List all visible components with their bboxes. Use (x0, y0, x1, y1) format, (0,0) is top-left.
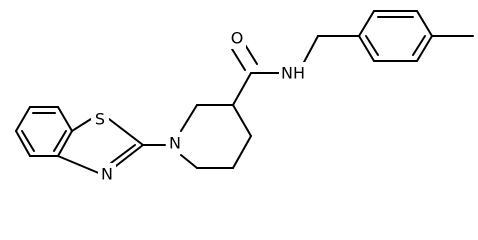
benzene-bond-6 (15, 106, 31, 132)
thiazole-double-bond-outer (111, 144, 144, 170)
piperidine-nitrogen-label: N (169, 134, 181, 153)
benzene-double-bond-2 (21, 130, 35, 152)
toluene-double-bond-3 (365, 35, 379, 56)
sulfur-atom: S (91, 108, 109, 130)
toluene-bond-6 (358, 35, 375, 62)
piperidine-bond-4 (232, 135, 252, 169)
oxygen-atom: O (228, 27, 246, 49)
benzene-bond-3 (57, 130, 73, 157)
benzene-bond-2 (57, 106, 73, 132)
carbonyl-double-bond-left (231, 48, 246, 71)
benzothiazole-nitrogen-label-background (98, 163, 116, 185)
toluene-bond-4 (416, 35, 433, 62)
thiazole-double-bond-inner (110, 144, 136, 164)
benzene-double-bond-3 (53, 130, 67, 152)
amide-nitrogen-atom: NH (279, 62, 307, 84)
amide-methylene-bond (302, 35, 319, 65)
atom-label-layer: S N N O NH (91, 27, 307, 185)
piperidine-nitrogen-label-background (166, 132, 184, 154)
benzene-bond-5 (15, 130, 31, 157)
amide-nitrogen-label: NH (281, 64, 305, 83)
toluene-double-bond-2 (412, 35, 426, 56)
thiazole-bond-n-left (57, 155, 102, 175)
toluene-bond-3 (416, 10, 433, 37)
piperidine-bond-6 (180, 154, 198, 169)
benzothiazole-nitrogen-label: N (101, 165, 113, 184)
toluene-bond-1 (358, 10, 375, 37)
bond-layer (15, 10, 474, 175)
benzothiazole-nitrogen-atom: N (98, 163, 116, 185)
sulfur-label: S (95, 110, 105, 129)
piperidine-nitrogen-atom: N (166, 132, 184, 154)
piperidine-bond-1 (180, 104, 198, 132)
oxygen-label: O (231, 29, 244, 48)
piperidine-carbonyl-bond (232, 72, 252, 106)
chemical-structure-diagram: S N N O NH (15, 10, 474, 185)
carbonyl-double-bond-right (243, 42, 258, 65)
thiazole-bond-s-right (108, 118, 144, 146)
thiazole-bond-s-left (71, 118, 92, 132)
sulfur-label-background (91, 108, 109, 130)
oxygen-label-background (228, 27, 246, 49)
piperidine-bond-3 (232, 104, 252, 137)
amide-nitrogen-label-background (279, 62, 307, 84)
